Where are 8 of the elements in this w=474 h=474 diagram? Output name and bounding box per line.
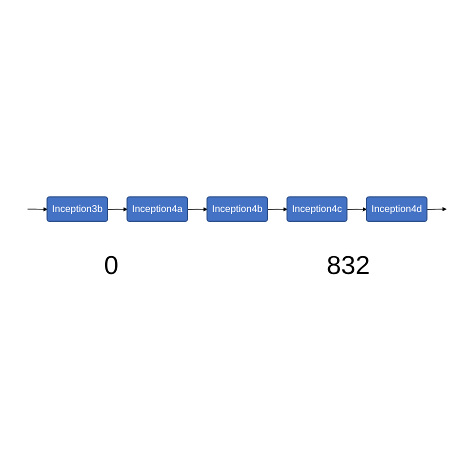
arrow [107, 207, 128, 212]
arrow [27, 207, 48, 212]
arrow [187, 207, 208, 212]
arrow [346, 207, 367, 212]
arrow [267, 207, 288, 212]
bracket-label: 0 [104, 250, 118, 282]
bracket-label: 832 [326, 250, 370, 282]
arrow [426, 206, 447, 212]
